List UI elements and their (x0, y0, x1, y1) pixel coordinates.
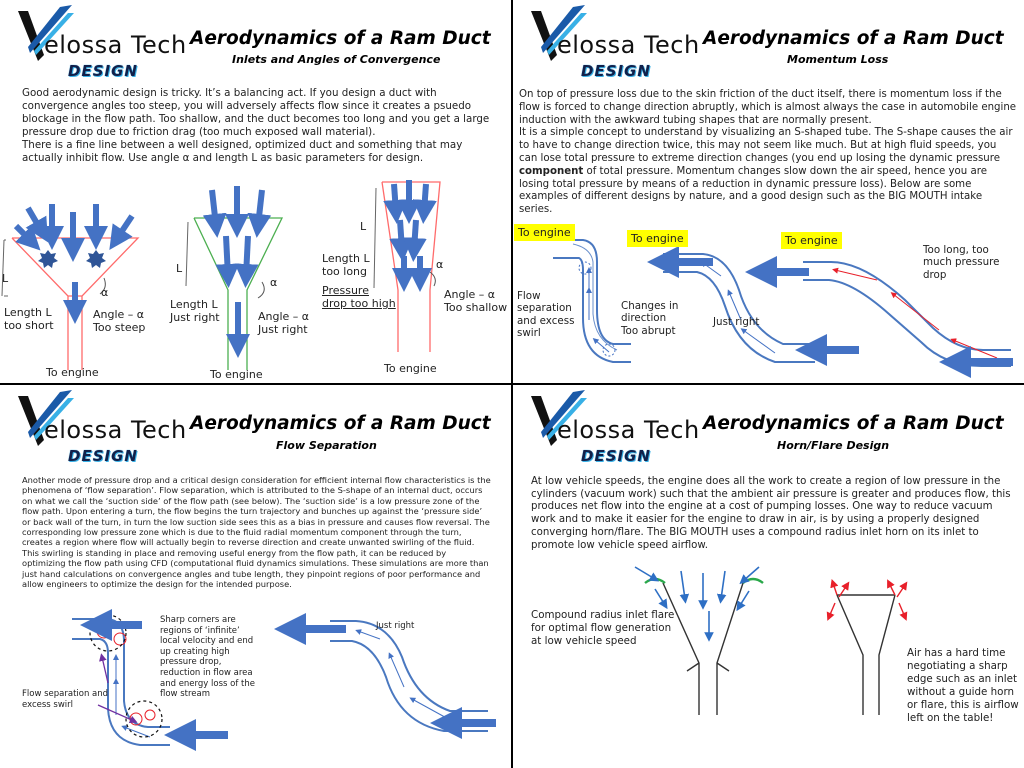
logo-v-mark-icon (531, 390, 587, 446)
angle-label-too-shallow: Angle – α Too shallow (444, 288, 508, 315)
length-l-label: L (2, 272, 9, 285)
alpha-label: α (101, 286, 109, 299)
logo-brand-text: elossa Tech (557, 416, 700, 444)
to-engine-label: To engine (384, 362, 437, 375)
logo-design-text: DESIGN (581, 62, 651, 80)
body-text: Another mode of pressure drop and a crit… (22, 475, 491, 590)
sharp-corners-label: Sharp corners are regions of ‘infinite’ … (160, 615, 255, 700)
logo-brand-text: elossa Tech (44, 416, 187, 444)
logo-v-mark-icon (18, 5, 74, 61)
body-text: Good aerodynamic design is tricky. It’s … (22, 87, 500, 165)
to-engine-label: To engine (627, 230, 688, 247)
too-long-label: Too long, too much pressure drop (923, 244, 1000, 281)
changes-direction-label: Changes in direction Too abrupt (621, 300, 679, 337)
slide-flow-separation: elossa Tech DESIGN Aerodynamics of a Ram… (0, 385, 511, 768)
logo-v-mark-icon (531, 5, 587, 61)
length-label-just-right: Length L Just right (170, 298, 220, 325)
slide-subtitle: Horn/Flare Design (777, 439, 890, 452)
momentum-diagram (553, 239, 1013, 378)
body-text: On top of pressure loss due to the skin … (519, 89, 1017, 217)
length-label-too-long: Length L too long (322, 252, 370, 279)
just-right-label: Just right (713, 316, 760, 328)
to-engine-label: To engine (781, 232, 842, 249)
slide-horn-flare: elossa Tech DESIGN Aerodynamics of a Ram… (513, 385, 1024, 768)
velossa-logo: elossa Tech DESIGN (14, 5, 186, 83)
flared-inlet (634, 566, 764, 715)
length-l-label: L (360, 220, 367, 233)
alpha-label: α (436, 258, 444, 271)
paragraph: Good aerodynamic design is tricky. It’s … (22, 87, 490, 138)
slide-title: Aerodynamics of a Ram Duct (190, 413, 491, 434)
body-text: At low vehicle speeds, the engine does a… (531, 476, 1011, 551)
flow-separation-diagram (72, 609, 496, 751)
to-engine-label: To engine (46, 366, 99, 379)
slide-inlets: elossa Tech DESIGN Aerodynamics of a Ram… (0, 0, 511, 383)
flow-separation-label: Flow separation and excess swirl (22, 689, 109, 710)
sharp-inlet (826, 579, 908, 715)
compound-flare-label: Compound radius inlet flare for optimal … (531, 609, 675, 647)
velossa-logo: elossa Tech DESIGN (527, 390, 699, 468)
s-duct-smooth (330, 620, 488, 732)
slide-title: Aerodynamics of a Ram Duct (190, 28, 491, 49)
velossa-logo: elossa Tech DESIGN (527, 5, 699, 83)
emphasis-text: component (519, 165, 584, 177)
duct-too-long (373, 180, 441, 352)
pressure-drop-label: Pressure drop too high (322, 284, 396, 311)
to-engine-label: To engine (514, 224, 575, 241)
s-duct-abrupt (553, 239, 631, 363)
angle-label-just-right: Angle – α Just right (258, 310, 310, 337)
slide-title: Aerodynamics of a Ram Duct (703, 28, 1004, 49)
logo-v-mark-icon (18, 390, 74, 446)
logo-design-text: DESIGN (68, 447, 138, 465)
logo-design-text: DESIGN (68, 62, 138, 80)
paragraph: On top of pressure loss due to the skin … (519, 89, 1017, 126)
paragraph-text: of total pressure. Momentum changes slow… (519, 165, 987, 216)
paragraph-text: It is a simple concept to understand by … (519, 127, 1013, 164)
paragraph: There is a fine line between a well desi… (22, 139, 463, 164)
duct-just-right (185, 186, 284, 370)
slide-title: Aerodynamics of a Ram Duct (703, 413, 1004, 434)
logo-design-text: DESIGN (581, 447, 651, 465)
horn-flare-diagram (634, 566, 908, 715)
sharp-edge-label: Air has a hard time negotiating a sharp … (907, 647, 1019, 724)
length-l-label: L (176, 262, 183, 275)
slide-momentum: elossa Tech DESIGN Aerodynamics of a Ram… (513, 0, 1024, 383)
to-engine-label: To engine (210, 368, 263, 381)
length-label-too-short: Length L too short (4, 306, 54, 333)
duct-too-short (1, 204, 140, 370)
angle-label-too-steep: Angle – α Too steep (93, 308, 146, 335)
slide-subtitle: Inlets and Angles of Convergence (232, 53, 441, 66)
logo-brand-text: elossa Tech (44, 31, 187, 59)
logo-brand-text: elossa Tech (557, 31, 700, 59)
alpha-label: α (270, 276, 278, 289)
swirl-burst-icon (38, 250, 106, 268)
slide-subtitle: Momentum Loss (787, 53, 889, 66)
just-right-label: Just right (376, 621, 415, 631)
s-duct-just-right (663, 253, 815, 363)
s-duct-sharp (72, 614, 170, 746)
convergence-diagram (1, 180, 441, 370)
velossa-logo: elossa Tech DESIGN (14, 390, 186, 468)
flow-separation-label: Flow separation and excess swirl (517, 290, 575, 340)
paragraph: It is a simple concept to understand by … (519, 127, 1017, 217)
slide-subtitle: Flow Separation (276, 439, 377, 452)
